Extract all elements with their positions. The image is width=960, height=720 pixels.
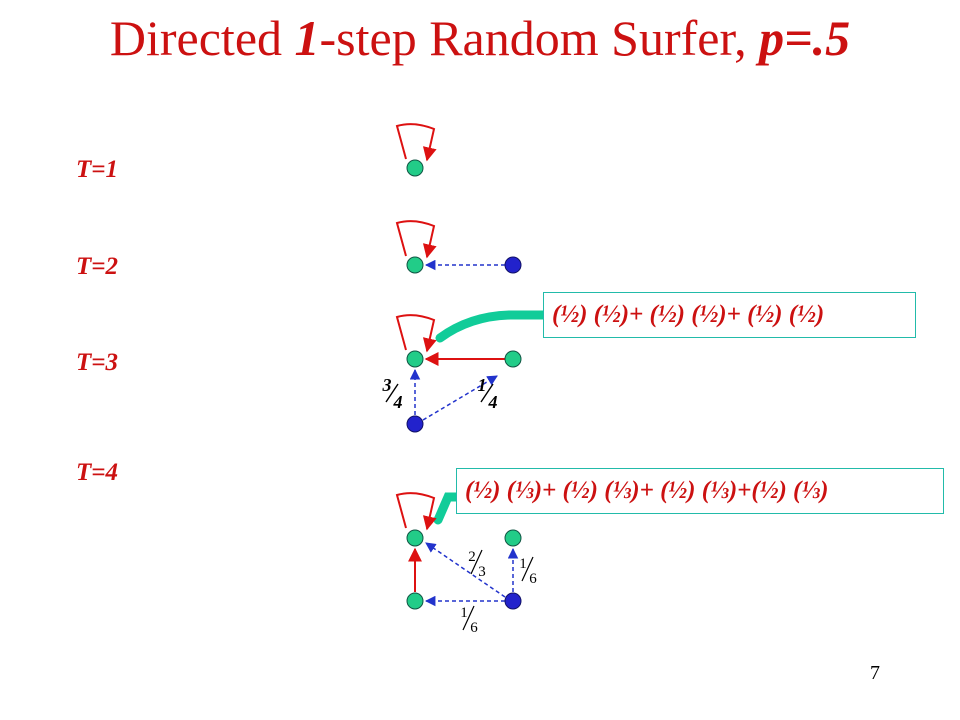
title-p: p=.5 [759, 10, 851, 66]
time-label-4: T=4 [76, 459, 119, 486]
t4-edge-diag-blue [425, 542, 506, 598]
t2-self-loop [395, 220, 437, 259]
t4-label-diag-num: 2 [468, 549, 476, 565]
t3-callout-line [435, 310, 552, 343]
t4-label-diag: 2 3 [468, 549, 486, 580]
t4-graph: 2 3 1 6 1 6 [395, 492, 537, 636]
t3-label-left: 3 4 [382, 375, 403, 412]
time-label-3: T=3 [76, 349, 119, 376]
t2-node-green [406, 256, 424, 274]
t4-callout-line [433, 492, 464, 525]
t4-label-right-den: 6 [529, 571, 537, 587]
t3-node-green-left [406, 350, 424, 368]
t1-self-loop [395, 123, 437, 162]
t4-label-bottom-den: 6 [470, 620, 478, 636]
t3-label-left-den: 4 [393, 392, 403, 412]
t4-node-green-top-left [406, 529, 424, 547]
t4-label-right-num: 1 [519, 556, 527, 572]
t3-label-right-num: 1 [478, 375, 487, 395]
slide-title: Directed 1-step Random Surfer, p=.5 [0, 8, 960, 68]
page-number: 7 [870, 662, 880, 684]
t4-node-green-top-right [504, 529, 522, 547]
t3-label-left-num: 3 [382, 375, 392, 395]
t3-label-right: 1 4 [478, 375, 498, 412]
t1-graph [395, 123, 437, 177]
t3-node-green-right [504, 350, 522, 368]
t1-node [406, 159, 424, 177]
title-prefix: Directed [109, 10, 295, 66]
t4-label-right: 1 6 [519, 556, 537, 587]
t4-node-blue [504, 592, 522, 610]
title-middle: -step Random Surfer, [319, 10, 760, 66]
time-label-2: T=2 [76, 253, 119, 280]
t3-formula-box: (½) (½)+ (½) (½)+ (½) (½) [543, 292, 916, 338]
t4-formula-box: (½) (⅓)+ (½) (⅓)+ (½) (⅓)+(½) (⅓) [456, 468, 944, 514]
t3-label-right-den: 4 [488, 392, 498, 412]
t4-self-loop [395, 492, 437, 531]
title-step: 1 [294, 10, 320, 66]
t2-graph [395, 220, 522, 274]
t3-node-blue [406, 415, 424, 433]
t4-label-diag-den: 3 [478, 564, 486, 580]
t3-self-loop [395, 314, 437, 353]
t4-node-green-bottom-left [406, 592, 424, 610]
t3-edge-diag-blue [422, 375, 498, 421]
t4-label-bottom-num: 1 [460, 605, 468, 621]
t2-node-blue [504, 256, 522, 274]
t4-label-bottom: 1 6 [460, 605, 478, 636]
t3-graph: 3 4 1 4 [382, 310, 552, 433]
time-label-1: T=1 [76, 156, 119, 183]
